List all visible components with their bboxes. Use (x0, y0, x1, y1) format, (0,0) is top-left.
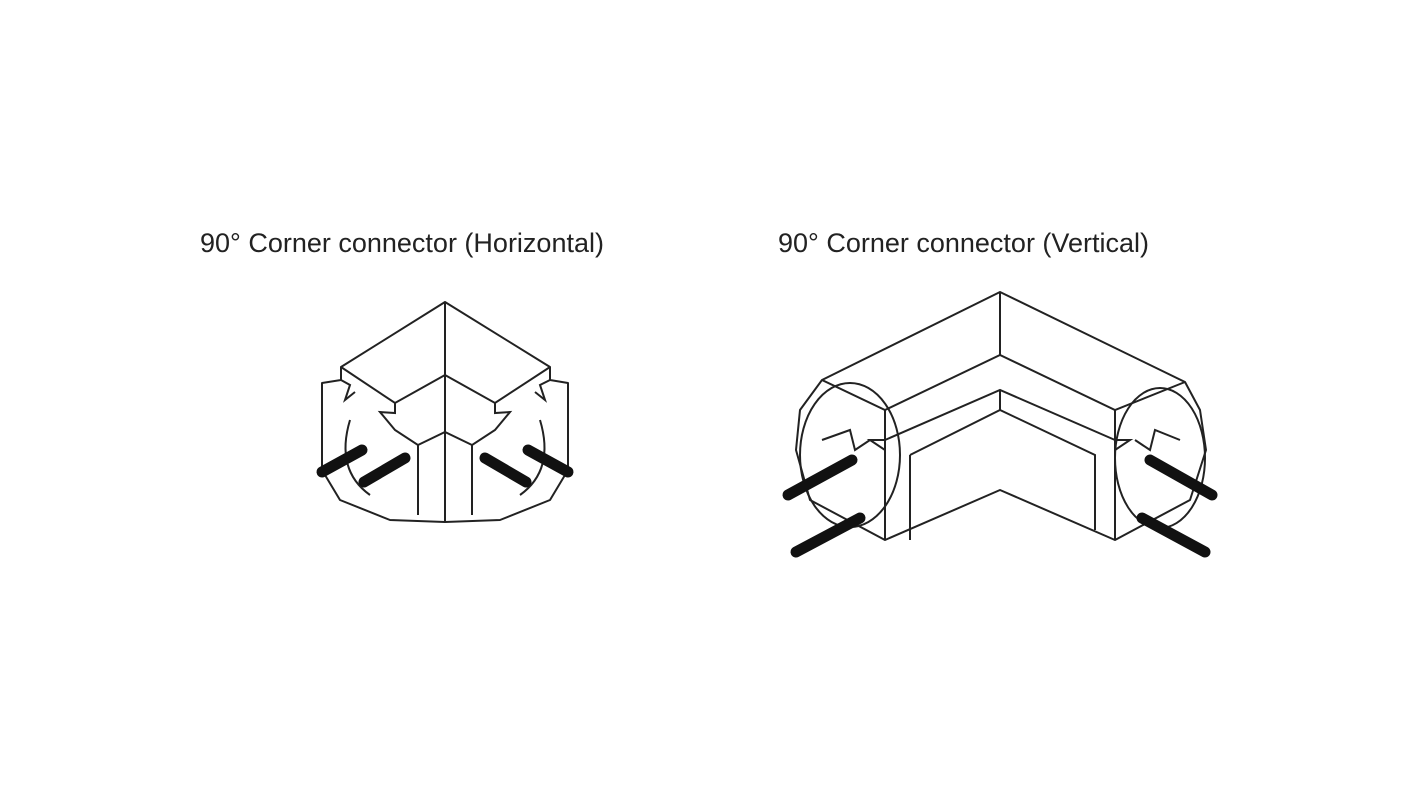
horizontal-connector-label: 90° Corner connector (Horizontal) (200, 228, 604, 258)
vertical-connector-label: 90° Corner connector (Vertical) (778, 228, 1149, 258)
horizontal-corner-connector-drawing (316, 301, 574, 523)
vertical-corner-connector-drawing (782, 291, 1218, 558)
